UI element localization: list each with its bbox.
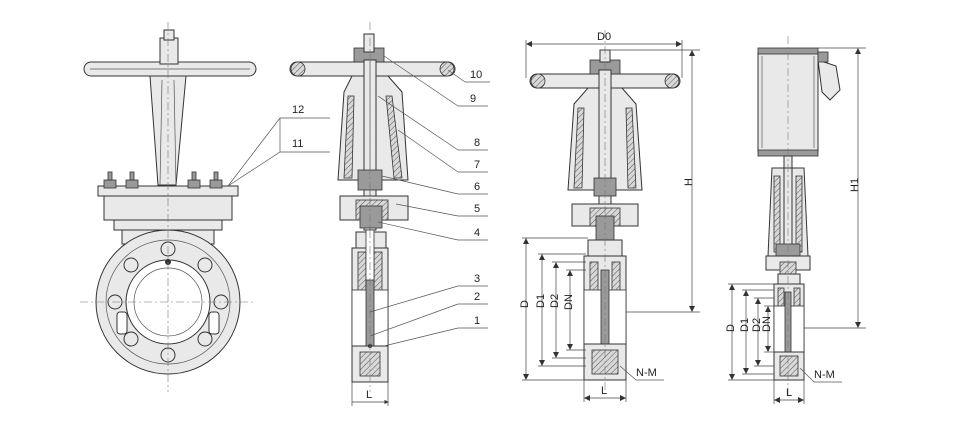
dim-l-handwheel: L [601,385,607,397]
dim-d0: D0 [597,31,611,43]
callout-4: 4 [474,227,480,239]
dim-d2-actuator: D2 [751,318,763,332]
callout-6: 6 [474,181,480,193]
callout-10: 10 [470,69,482,81]
dim-dn: DN [563,294,575,310]
dim-d-actuator: D [725,324,737,332]
dim-nm: N-M [636,367,657,379]
dim-l-actuator: L [786,387,792,399]
dim-h: H [683,178,695,186]
dimension-view-handwheel: D0 H D [519,30,700,402]
callout-leaders: 10 9 8 7 6 5 4 3 2 1 [369,55,490,347]
section-view: L 10 9 8 7 6 5 4 3 [289,22,490,406]
dim-dn-actuator: DN [761,316,773,332]
callout-7: 7 [474,159,480,171]
callout-12: 12 [292,104,304,116]
callout-9: 9 [470,93,476,105]
callout-11: 11 [292,138,303,150]
dim-d1-actuator: D1 [739,318,751,332]
callout-8: 8 [474,137,480,149]
dim-l-section: L [366,389,372,401]
dim-d1: D1 [535,294,547,308]
dim-h1: H1 [849,178,861,192]
front-view: 12 11 [80,22,330,392]
dim-d: D [519,300,531,308]
dimension-view-actuator: H1 D D1 D2 DN N-M L [725,36,866,404]
callout-5: 5 [474,203,480,215]
callout-3: 3 [474,273,480,285]
callout-1: 1 [474,315,480,327]
callout-2: 2 [474,291,480,303]
dim-nm-actuator: N-M [814,369,835,381]
dim-d2: D2 [549,294,561,308]
